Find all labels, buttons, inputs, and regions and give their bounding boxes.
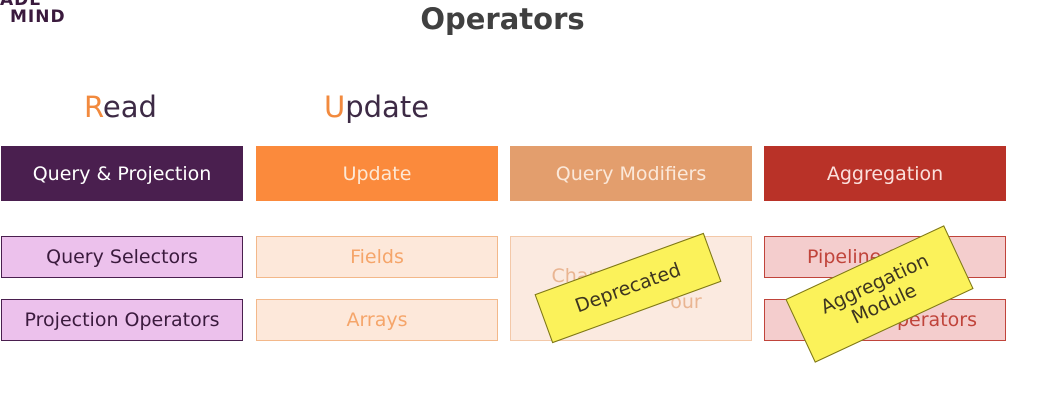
category-query-projection: Query & Projection (1, 146, 243, 201)
heading-rest: ead (102, 90, 157, 124)
category-aggregation: Aggregation (764, 146, 1006, 201)
logo-line-2: MIND (10, 7, 66, 27)
item-arrays: Arrays (256, 299, 498, 341)
logo: ADE MIND (0, 0, 66, 26)
category-query-modifiers: Query Modifiers (510, 146, 752, 201)
heading-initial: U (324, 90, 346, 124)
item-query-selectors: Query Selectors (1, 236, 243, 278)
item-fields: Fields (256, 236, 498, 278)
heading-rest: pdate (345, 90, 430, 124)
slide-title: Operators (420, 2, 585, 36)
category-update: Update (256, 146, 498, 201)
logo-line-1: ADE (0, 0, 42, 10)
heading-initial: R (84, 90, 103, 124)
column-heading-update: Update (324, 90, 429, 124)
item-projection-operators: Projection Operators (1, 299, 243, 341)
column-heading-read: Read (84, 90, 157, 124)
